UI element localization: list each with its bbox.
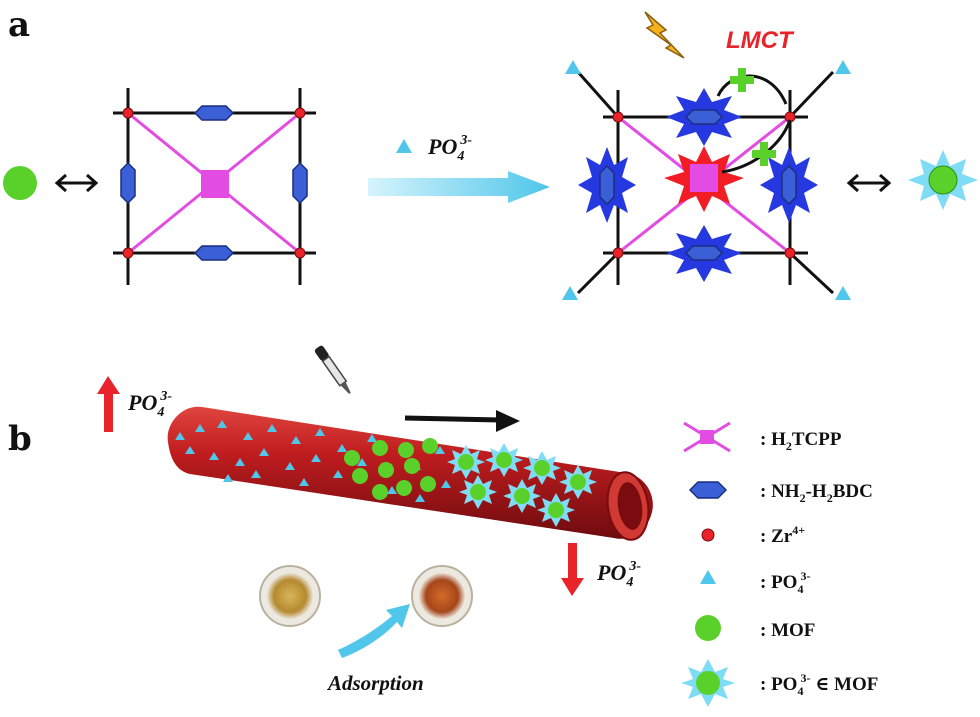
panel-a-letter: a bbox=[8, 5, 30, 45]
bdc-linkers-after bbox=[599, 109, 797, 261]
vial-before bbox=[259, 565, 321, 627]
porphyrin-core bbox=[201, 170, 229, 198]
adsorption-label: Adsorption bbox=[326, 671, 424, 695]
lmct-label: LMCT bbox=[726, 27, 795, 54]
phosphate-bound-mof bbox=[908, 150, 978, 210]
legend-mof-icon bbox=[695, 615, 721, 641]
inlet-up-arrow bbox=[97, 376, 120, 432]
adsorption-arrow bbox=[338, 604, 410, 658]
legend-tcpp-icon bbox=[683, 421, 731, 453]
outlet-ion-label: PO43- bbox=[596, 559, 641, 590]
bound-phosphates bbox=[562, 60, 851, 300]
legend-zr-icon bbox=[701, 528, 715, 542]
green-cross-icons bbox=[730, 68, 776, 166]
panel-b-letter: b bbox=[8, 419, 32, 459]
mof-unit-after bbox=[562, 60, 851, 300]
vial-after bbox=[411, 565, 473, 627]
dropper-icon bbox=[314, 345, 351, 394]
outlet-down-arrow bbox=[561, 543, 584, 596]
zr-nodes bbox=[122, 107, 306, 259]
legend-label-phosphate: : PO43- bbox=[760, 569, 810, 596]
double-arrow-left bbox=[54, 173, 99, 193]
legend-phosphate-icon bbox=[700, 570, 716, 584]
legend-bound-mof-icon bbox=[681, 659, 735, 707]
mof-unit-before bbox=[113, 88, 316, 285]
legend-label-tcpp: : H2TCPP bbox=[760, 429, 842, 453]
reaction-ion-label: PO43- bbox=[427, 133, 472, 164]
double-arrow-right bbox=[846, 173, 892, 193]
zr-nodes-after bbox=[612, 111, 796, 259]
legend-bdc-icon bbox=[688, 481, 728, 499]
inlet-ion-label: PO43- bbox=[127, 389, 172, 420]
legend-label-bdc: : NH2-H2BDC bbox=[760, 481, 873, 505]
mof-circle bbox=[3, 166, 37, 200]
reaction-arrow bbox=[368, 171, 550, 203]
tube-bound-mof-particles bbox=[447, 443, 597, 527]
flow-direction-arrow bbox=[404, 410, 520, 432]
legend-label-bound-mof: : PO43- ∈ MOF bbox=[760, 671, 878, 698]
tube-mof-particles bbox=[344, 438, 438, 500]
bdc-linkers bbox=[120, 105, 308, 261]
legend-label-mof: : MOF bbox=[760, 620, 815, 641]
legend-label-zr: : Zr4+ bbox=[760, 523, 805, 547]
phosphate-triangle bbox=[396, 139, 412, 153]
legend: : H2TCPP : NH2-H2BDC : Zr4+ : PO43- : MO… bbox=[681, 421, 878, 707]
tube-phosphate-ions bbox=[175, 420, 451, 502]
light-bolt-icon bbox=[644, 11, 685, 59]
porphyrin-core-after bbox=[690, 164, 718, 192]
